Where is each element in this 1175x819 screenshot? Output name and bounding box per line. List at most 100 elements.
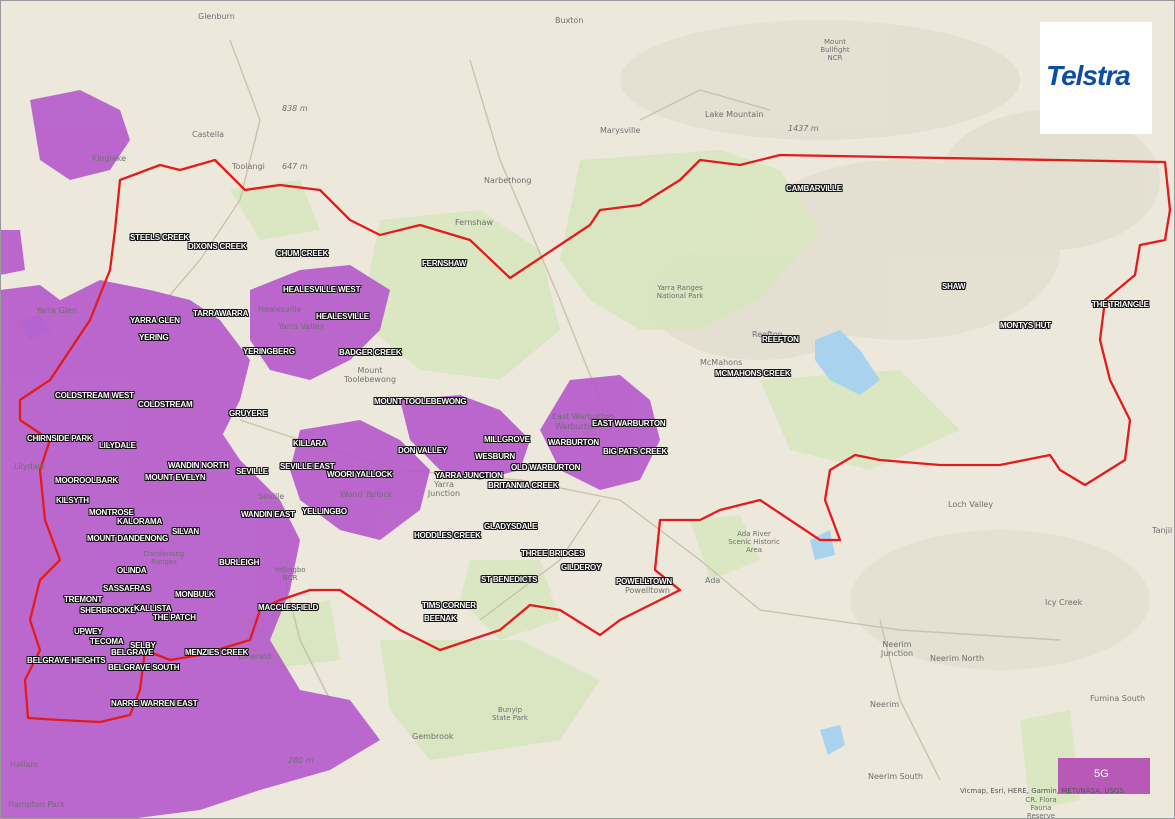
town-label: COLDSTREAM WEST (55, 391, 134, 400)
town-label: BELGRAVE HEIGHTS (27, 656, 106, 665)
town-label: REEFTON (762, 335, 799, 344)
town-label: SELBY (130, 641, 156, 650)
town-label: GLADYSDALE (484, 522, 538, 531)
town-label: WESBURN (475, 452, 515, 461)
town-label: MENZIES CREEK (185, 648, 249, 657)
town-label: EAST WARBURTON (592, 419, 666, 428)
town-label: SHAW (942, 282, 966, 291)
basemap-label: CR. Flora Fauna Reserve (1025, 796, 1057, 819)
town-label: THE TRIANGLE (1092, 300, 1149, 309)
basemap-label: 1437 m (788, 124, 819, 133)
town-label: BEENAK (424, 614, 457, 623)
town-label: TECOMA (90, 637, 124, 646)
town-label: GILDEROY (561, 563, 602, 572)
basemap-label: Fumina South (1090, 694, 1146, 703)
basemap-label: Glenburn (198, 12, 235, 21)
basemap-label: Toolangi (232, 162, 265, 171)
town-label: KALORAMA (117, 517, 163, 526)
legend-swatch-5g (1058, 758, 1150, 794)
town-label: MOUNT DANDENONG (87, 534, 168, 543)
basemap-label: Loch Valley (948, 500, 994, 509)
town-label: BIG PATS CREEK (603, 447, 668, 456)
town-label: WANDIN NORTH (168, 461, 229, 470)
town-label: MOOROOLBARK (55, 476, 119, 485)
basemap-label: Narbethong (484, 176, 532, 185)
basemap-label: Bunyip State Park (492, 706, 528, 722)
telstra-logo: Telstra (1046, 60, 1131, 91)
town-label: ST BENEDICTS (481, 575, 538, 584)
legend-label-5g: 5G (1094, 768, 1109, 780)
basemap-label: Yellingbo NCR (274, 566, 306, 582)
basemap-label: Marysville (600, 126, 641, 135)
town-label: MONBULK (175, 590, 215, 599)
town-label: MONTROSE (89, 508, 134, 517)
town-label: SHERBROOKE (80, 606, 136, 615)
basemap-label: Fernshaw (455, 218, 493, 227)
basemap-label: Healesville (258, 305, 302, 314)
town-label: STEELS CREEK (130, 233, 189, 242)
town-label: YERING (139, 333, 169, 342)
town-label: BRITANNIA CREEK (488, 481, 559, 490)
logo-panel (1040, 22, 1152, 134)
basemap-label: 838 m (282, 104, 308, 113)
town-label: WANDIN EAST (241, 510, 295, 519)
town-label: SEVILLE (236, 467, 268, 476)
town-label: OLD WARBURTON (511, 463, 581, 472)
town-label: KILLARA (293, 439, 327, 448)
town-label: LILYDALE (99, 441, 136, 450)
town-label: DIXONS CREEK (188, 242, 247, 251)
basemap-label: East Warburton (552, 412, 614, 421)
basemap-label: Lilydale (14, 462, 45, 471)
town-label: NARRE WARREN EAST (111, 699, 198, 708)
basemap-label: Ada (705, 576, 721, 585)
town-label: GRUYERE (229, 409, 268, 418)
town-label: HEALESVILLE WEST (283, 285, 361, 294)
town-label: POWELLTOWN (616, 577, 672, 586)
basemap-label: Dandenong Ranges (143, 550, 185, 566)
basemap-label: Icy Creek (1045, 598, 1083, 607)
basemap-label: Neerim South (868, 772, 923, 781)
basemap-label: 280 m (288, 756, 314, 765)
town-label: BELGRAVE SOUTH (108, 663, 180, 672)
town-label: YELLINGBO (302, 507, 347, 516)
basemap-label: Mount Bullfight NCR (820, 38, 850, 62)
basemap-label: Lake Mountain (705, 110, 764, 119)
basemap-label: Seville (258, 492, 285, 501)
town-label: MONTYS HUT (1000, 321, 1051, 330)
basemap-label: Yarra Glen (36, 306, 77, 315)
town-label: CHIRNSIDE PARK (27, 434, 93, 443)
basemap-label: Gembrook (412, 732, 454, 741)
town-label: KALLISTA (134, 604, 172, 613)
town-label: WOORI YALLOCK (327, 470, 393, 479)
basemap-label: 647 m (282, 162, 308, 171)
town-label: BURLEIGH (219, 558, 260, 567)
town-label: MACCLESFIELD (258, 603, 319, 612)
town-label: UPWEY (74, 627, 103, 636)
town-label: FERNSHAW (422, 259, 467, 268)
town-label: DON VALLEY (398, 446, 447, 455)
town-label: MCMAHONS CREEK (715, 369, 791, 378)
town-label: TARRAWARRA (193, 309, 249, 318)
town-label: YARRA JUNCTION (435, 471, 503, 480)
town-label: MOUNT TOOLEBEWONG (374, 397, 467, 406)
town-label: TREMONT (64, 595, 103, 604)
town-label: HEALESVILLE (316, 312, 369, 321)
town-label: SEVILLE EAST (280, 462, 335, 471)
basemap-label: Yarra Valley (278, 322, 325, 331)
basemap-label: Hampton Park (8, 800, 65, 809)
basemap-label: Woori Yallock (340, 490, 393, 499)
town-label: MILLGROVE (484, 435, 530, 444)
basemap-label: Tanjil (1152, 526, 1173, 535)
town-label: YARRA GLEN (130, 316, 180, 325)
basemap-label: Neerim North (930, 654, 985, 663)
basemap-label: Castella (192, 130, 225, 139)
town-label: MOUNT EVELYN (145, 473, 206, 482)
basemap-label: Yarra Junction (427, 480, 461, 498)
town-label: THREE BRIDGES (521, 549, 585, 558)
basemap-label: Mount Toolebewong (343, 366, 397, 384)
basemap-label: Hallam (10, 760, 39, 769)
town-label: HODDLES CREEK (414, 531, 481, 540)
basemap-label: Neerim (870, 700, 900, 709)
